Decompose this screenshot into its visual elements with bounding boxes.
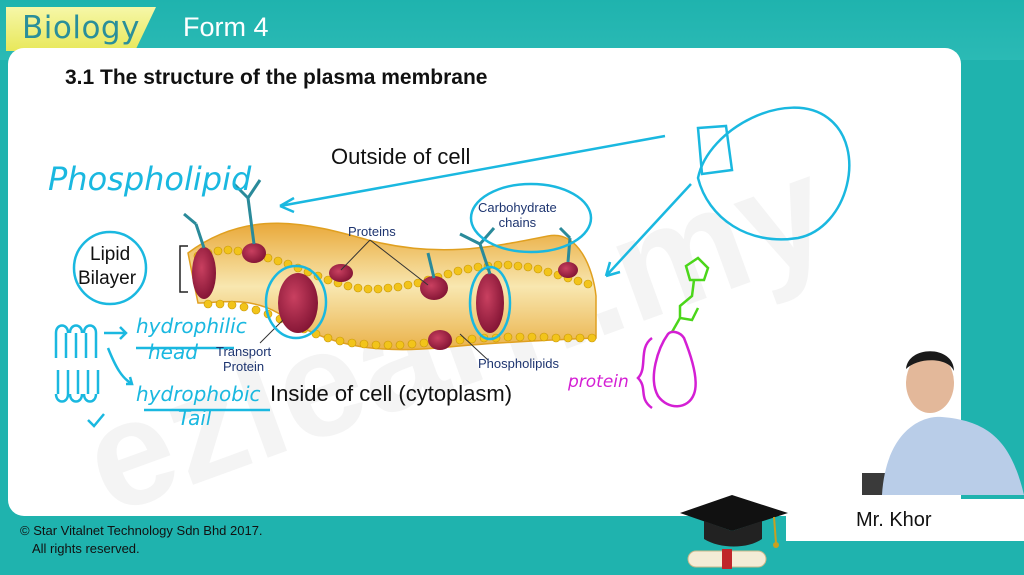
namebar-teal [766, 541, 1024, 575]
head-handwriting: head [148, 340, 198, 364]
form-label: Form 4 [183, 12, 269, 42]
carbohydrate-chains [183, 179, 572, 279]
transport-line-1: Transport [216, 344, 272, 359]
carbohydrate-line-1: Carbohydrate [478, 200, 557, 215]
proteins-label: Proteins [348, 224, 396, 239]
membrane-diagram [54, 106, 851, 428]
subject-label: Biology [22, 10, 140, 46]
bilayer-label: Bilayer [78, 268, 137, 289]
copyright-line-1: © Star Vitalnet Technology Sdn Bhd 2017. [20, 523, 263, 538]
presenter-face [906, 353, 954, 413]
slide-panel: ezlearn.my 3.1 The structure of the plas… [8, 48, 961, 516]
magenta-annotations [636, 330, 697, 410]
hydrophilic-handwriting: hydrophilic [136, 314, 247, 338]
carbohydrate-label: Carbohydrate chains [478, 200, 557, 230]
phospholipid-handwriting: Phospholipid [48, 160, 252, 198]
slide-title: 3.1 The structure of the plasma membrane [65, 66, 488, 89]
presenter-hair [906, 351, 954, 371]
transport-protein-label: Transport Protein [216, 344, 271, 374]
bilayer-bracket [179, 245, 188, 293]
presenter-video [862, 351, 1024, 495]
phospholipids-label: Phospholipids [478, 356, 559, 371]
presenter-name: Mr. Khor [856, 509, 932, 531]
tail-handwriting: Tail [178, 406, 212, 430]
carbohydrate-line-2: chains [498, 215, 537, 230]
transport-line-2: Protein [222, 359, 265, 374]
hydrophobic-handwriting: hydrophobic [136, 382, 261, 406]
inside-of-cell-label: Inside of cell (cytoplasm) [270, 381, 513, 406]
copyright-line-2: All rights reserved. [32, 541, 140, 556]
graduation-cap-icon [680, 495, 788, 569]
copyright-footer: © Star Vitalnet Technology Sdn Bhd 2017.… [20, 522, 263, 558]
protein-handwriting: protein [568, 372, 629, 392]
namebar-white [786, 499, 1024, 541]
cyan-annotations [54, 106, 851, 428]
subject-tab [6, 7, 156, 51]
presenter-name-bar: Mr. Khor [666, 491, 1024, 575]
lipid-label: Lipid [90, 244, 131, 265]
membrane-proteins [192, 243, 578, 350]
green-molecule [670, 256, 710, 333]
presenter-shirt [882, 416, 1024, 495]
outside-of-cell-label: Outside of cell [331, 144, 471, 169]
